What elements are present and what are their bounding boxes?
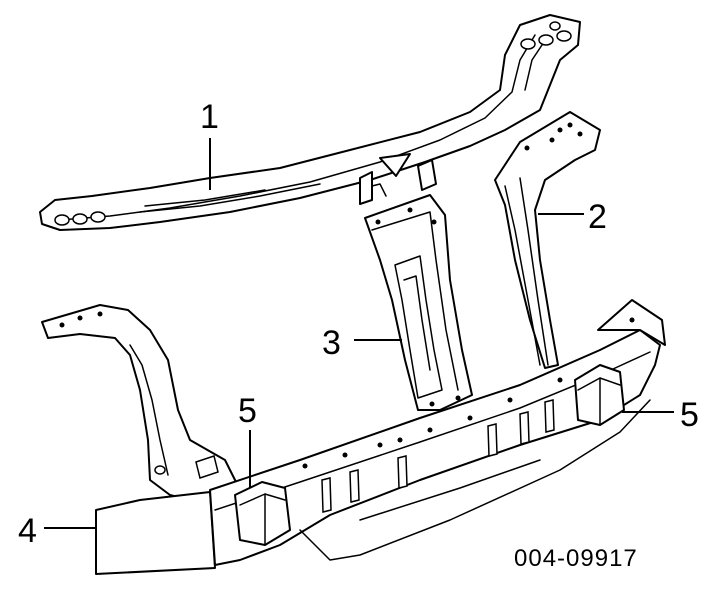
callout-1: 1 — [200, 98, 219, 136]
callout-2: 2 — [588, 198, 607, 236]
right-side-member-part-2 — [494, 111, 601, 369]
left-side-member-part-4 — [41, 304, 241, 575]
callout-3: 3 — [322, 324, 341, 362]
upper-crossmember-part-1 — [39, 14, 581, 231]
lower-crossmember — [209, 299, 666, 566]
center-baffle-part-3 — [364, 194, 473, 411]
bumper-right-part-5 — [574, 364, 625, 426]
callout-4: 4 — [18, 512, 37, 550]
diagram-reference-number: 004-09917 — [514, 545, 638, 572]
callout-5-left: 5 — [238, 392, 257, 430]
callout-5-right: 5 — [680, 396, 699, 434]
bumper-left-part-5 — [234, 481, 291, 546]
